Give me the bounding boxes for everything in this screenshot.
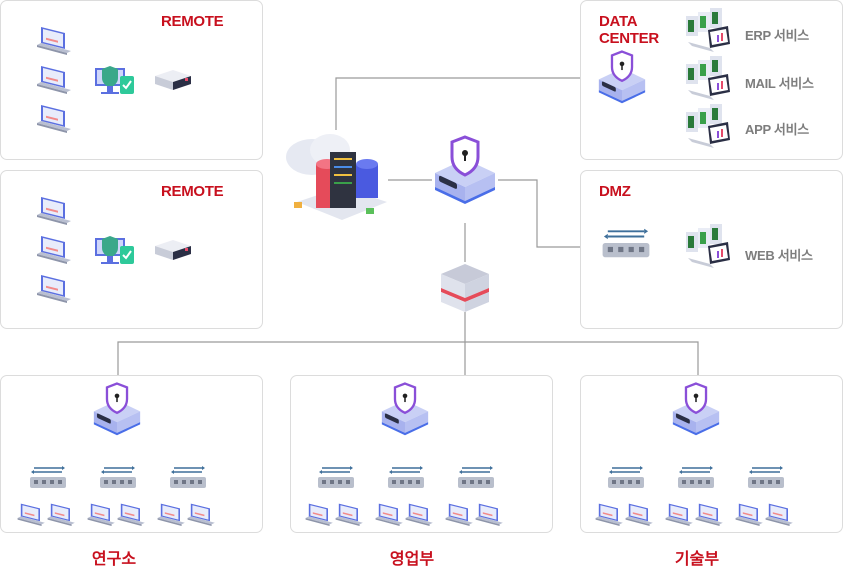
data-center-title-line1: DATA	[599, 13, 638, 30]
laptop-icon	[404, 502, 436, 526]
shield-firewall-icon	[595, 50, 649, 104]
network-switch-icon	[28, 464, 68, 490]
network-switch-icon	[746, 464, 786, 490]
laptop-icon	[35, 25, 75, 55]
server-rack-icon	[684, 8, 734, 54]
laptop-icon	[116, 502, 148, 526]
vpn-monitor-icon	[95, 236, 134, 264]
laptop-icon	[35, 195, 75, 225]
laptop-icon	[694, 502, 726, 526]
laptop-icon	[764, 502, 796, 526]
laptop-icon	[374, 502, 406, 526]
laptop-icon	[594, 502, 626, 526]
network-switch-icon	[386, 464, 426, 490]
server-box-icon	[155, 70, 191, 90]
data-center-title-line2: CENTER	[599, 30, 659, 47]
network-switch-icon	[600, 226, 652, 260]
department-panel-3	[580, 375, 843, 533]
network-switch-icon	[606, 464, 646, 490]
laptop-icon	[186, 502, 218, 526]
service-label-web: WEB 서비스	[745, 248, 813, 263]
shield-firewall-icon	[90, 382, 144, 436]
shield-firewall-icon	[430, 135, 500, 205]
network-switch-icon	[98, 464, 138, 490]
laptop-icon	[16, 502, 48, 526]
laptop-icon	[444, 502, 476, 526]
server-rack-icon	[684, 56, 734, 102]
laptop-icon	[86, 502, 118, 526]
laptop-icon	[734, 502, 766, 526]
laptop-icon	[664, 502, 696, 526]
department-panel-2	[290, 375, 553, 533]
server-box-icon	[155, 240, 191, 260]
laptop-icon	[35, 234, 75, 264]
core-switch-icon	[441, 264, 489, 312]
laptop-icon	[35, 64, 75, 94]
laptop-icon	[35, 273, 75, 303]
network-switch-icon	[676, 464, 716, 490]
shield-firewall-icon	[378, 382, 432, 436]
laptop-icon	[474, 502, 506, 526]
dmz-title: DMZ	[599, 183, 631, 200]
laptop-icon	[156, 502, 188, 526]
service-label-app: APP 서비스	[745, 122, 809, 137]
department-label-3: 기술부	[674, 551, 720, 568]
laptop-icon	[334, 502, 366, 526]
network-switch-icon	[316, 464, 356, 490]
department-label-1: 연구소	[91, 551, 137, 568]
laptop-icon	[46, 502, 78, 526]
cloud-datacenter-icon	[286, 134, 387, 220]
laptop-icon	[35, 103, 75, 133]
network-switch-icon	[168, 464, 208, 490]
remote-title-2: REMOTE	[161, 183, 224, 200]
service-label-mail: MAIL 서비스	[745, 76, 814, 91]
network-switch-icon	[456, 464, 496, 490]
server-rack-icon	[684, 104, 734, 150]
laptop-icon	[304, 502, 336, 526]
server-rack-icon	[684, 224, 734, 270]
laptop-icon	[624, 502, 656, 526]
department-label-2: 영업부	[389, 551, 435, 568]
vpn-monitor-icon	[95, 66, 134, 94]
service-label-erp: ERP 서비스	[745, 28, 809, 43]
remote-title-1: REMOTE	[161, 13, 224, 30]
shield-firewall-icon	[669, 382, 723, 436]
